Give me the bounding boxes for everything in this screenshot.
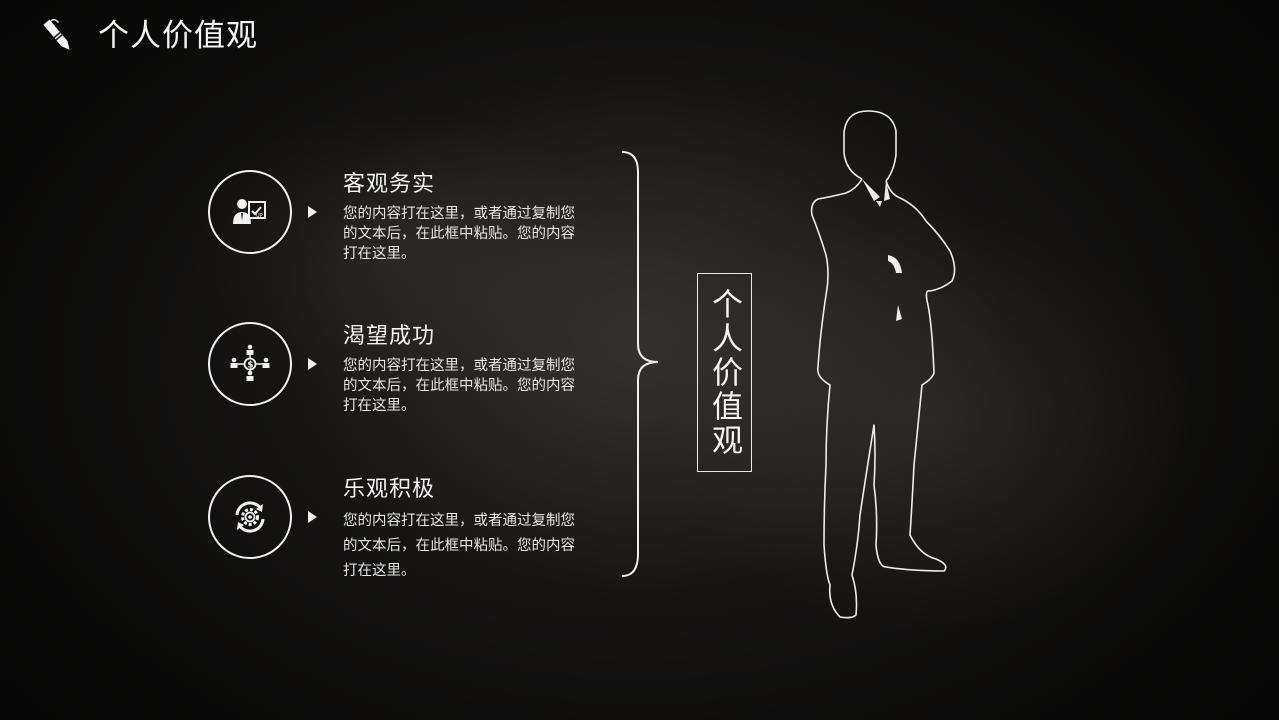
value-item-success: $ 渴望成功 您的内容打在这里，或者通过复制您的文本后，在此框中粘贴。您的内容打… [208,322,588,432]
presenter-chart-icon: UP [233,199,266,224]
icon-circle: UP [208,170,292,254]
item-description: 您的内容打在这里，或者通过复制您的文本后，在此框中粘贴。您的内容打在这里。 [343,206,575,262]
arrow-right-icon [308,358,317,370]
item-description: 您的内容打在这里，或者通过复制您的文本后，在此框中粘贴。您的内容打在这里。 [343,358,575,414]
network-money-icon: $ [230,344,270,381]
header: 个人价值观 [34,12,258,60]
value-item-optimistic: 乐观积极 您的内容打在这里，或者通过复制您的文本后，在此框中粘贴。您的内容打在这… [208,475,588,585]
arrow-right-icon [308,206,317,218]
svg-text:$: $ [247,361,253,371]
pen-icon [43,18,70,50]
icon-circle [208,475,292,559]
item-description: 您的内容打在这里，或者通过复制您的文本后，在此框中粘贴。您的内容打在这里。 [343,513,575,579]
item-title: 乐观积极 [343,477,436,502]
arrow-right-icon [308,511,317,523]
gear-refresh-icon [235,501,265,533]
businessman-silhouette-icon [810,110,956,619]
item-title: 渴望成功 [343,324,436,349]
svg-text:UP: UP [256,213,263,219]
value-item-objective: UP 客观务实 您的内容打在这里，或者通过复制您的文本后，在此框中粘贴。您的内容… [208,170,588,280]
center-label: 个人价值观 [706,287,742,458]
curly-brace-icon [621,151,659,577]
icon-circle: $ [208,322,292,406]
item-title: 客观务实 [343,172,436,197]
center-label-box: 个人价值观 [697,273,752,472]
page-title: 个人价值观 [98,18,258,54]
